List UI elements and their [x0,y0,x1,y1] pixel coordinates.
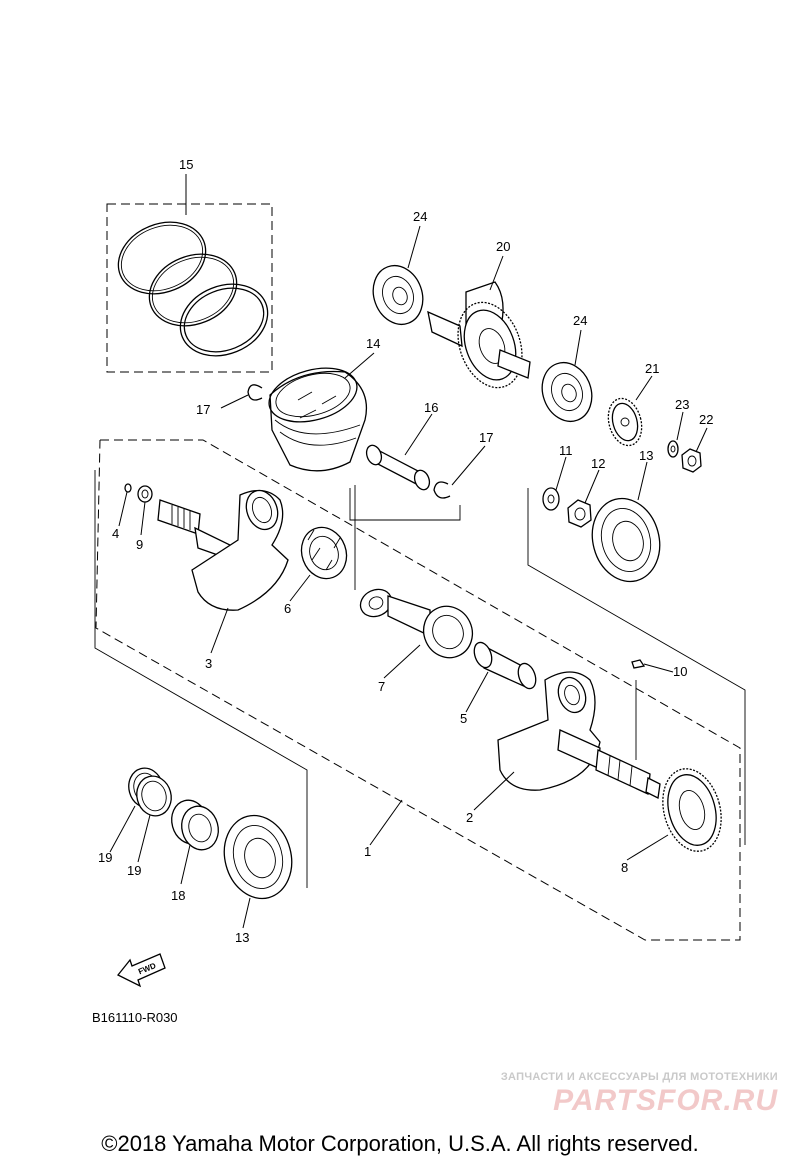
callout-8: 8 [621,860,628,875]
callout-1: 1 [364,844,371,859]
piston-pin-part [365,444,431,491]
watermark-tagline: ЗАПЧАСТИ И АКСЕССУАРЫ ДЛЯ МОТОТЕХНИКИ [500,1071,778,1083]
bearing-part-top [372,264,424,326]
watermark-logo: PARTSFOR.RU [553,1084,778,1117]
washer-part-11 [542,487,560,511]
callout-4: 4 [112,526,119,541]
balancer-drive-gear-part [607,397,643,447]
washer-part-23 [667,440,679,458]
circlip-part-right [433,481,451,499]
needle-bearing-part [300,526,348,580]
ring-part-19b [136,775,172,817]
bearing-part-right [541,361,593,423]
spacer-part-18 [171,799,219,851]
callout-24-top: 24 [413,209,427,224]
callout-24-right: 24 [573,313,587,328]
callout-11: 11 [559,443,573,458]
piston-part [268,367,368,472]
nut-part-22 [681,448,702,473]
callout-2: 2 [466,810,473,825]
primary-drive-gear-part [662,768,722,852]
nut-part-12 [567,499,592,528]
callout-19-a: 19 [98,850,112,865]
crank-part-right [497,671,661,799]
forward-direction-arrow-icon: FWD [116,953,166,988]
callout-9: 9 [136,537,143,552]
diagram-reference-code: B161110-R030 [92,1010,178,1025]
piston-rings-part [117,221,269,357]
callout-3: 3 [205,656,212,671]
crankshaft-bearing-part-right [591,497,661,583]
callout-14: 14 [366,336,380,351]
callout-13-left: 13 [235,930,249,945]
callout-13-right: 13 [639,448,653,463]
callout-10: 10 [673,664,687,679]
callout-leader-lines [109,174,708,929]
pin-part-4 [124,483,132,493]
callout-12: 12 [591,456,605,471]
woodruff-key-part [631,659,646,669]
callout-16: 16 [424,400,438,415]
balancer-shaft-part [427,281,531,389]
callout-7: 7 [378,679,385,694]
callout-17-left: 17 [196,402,210,417]
callout-5: 5 [460,711,467,726]
crankshaft-assembly-outline [94,439,746,941]
collar-part-9 [137,485,153,503]
callout-6: 6 [284,601,291,616]
crankshaft-bearing-part-left [223,814,293,900]
crank-pin-part [473,641,537,690]
callout-19-b: 19 [127,863,141,878]
callout-15: 15 [179,157,193,172]
piston-ring-set-box [106,203,273,373]
callout-labels: 15 24 20 14 24 21 17 16 17 23 22 11 12 1… [98,157,713,945]
callout-18: 18 [171,888,185,903]
callout-23: 23 [675,397,689,412]
callout-22: 22 [699,412,713,427]
crank-part-left [157,489,289,611]
callout-17-right: 17 [479,430,493,445]
callout-21: 21 [645,361,659,376]
callout-20: 20 [496,239,510,254]
copyright-notice: ©2018 Yamaha Motor Corporation, U.S.A. A… [101,1131,699,1156]
circlip-part-left [247,384,263,401]
connecting-rod-part [359,588,474,659]
